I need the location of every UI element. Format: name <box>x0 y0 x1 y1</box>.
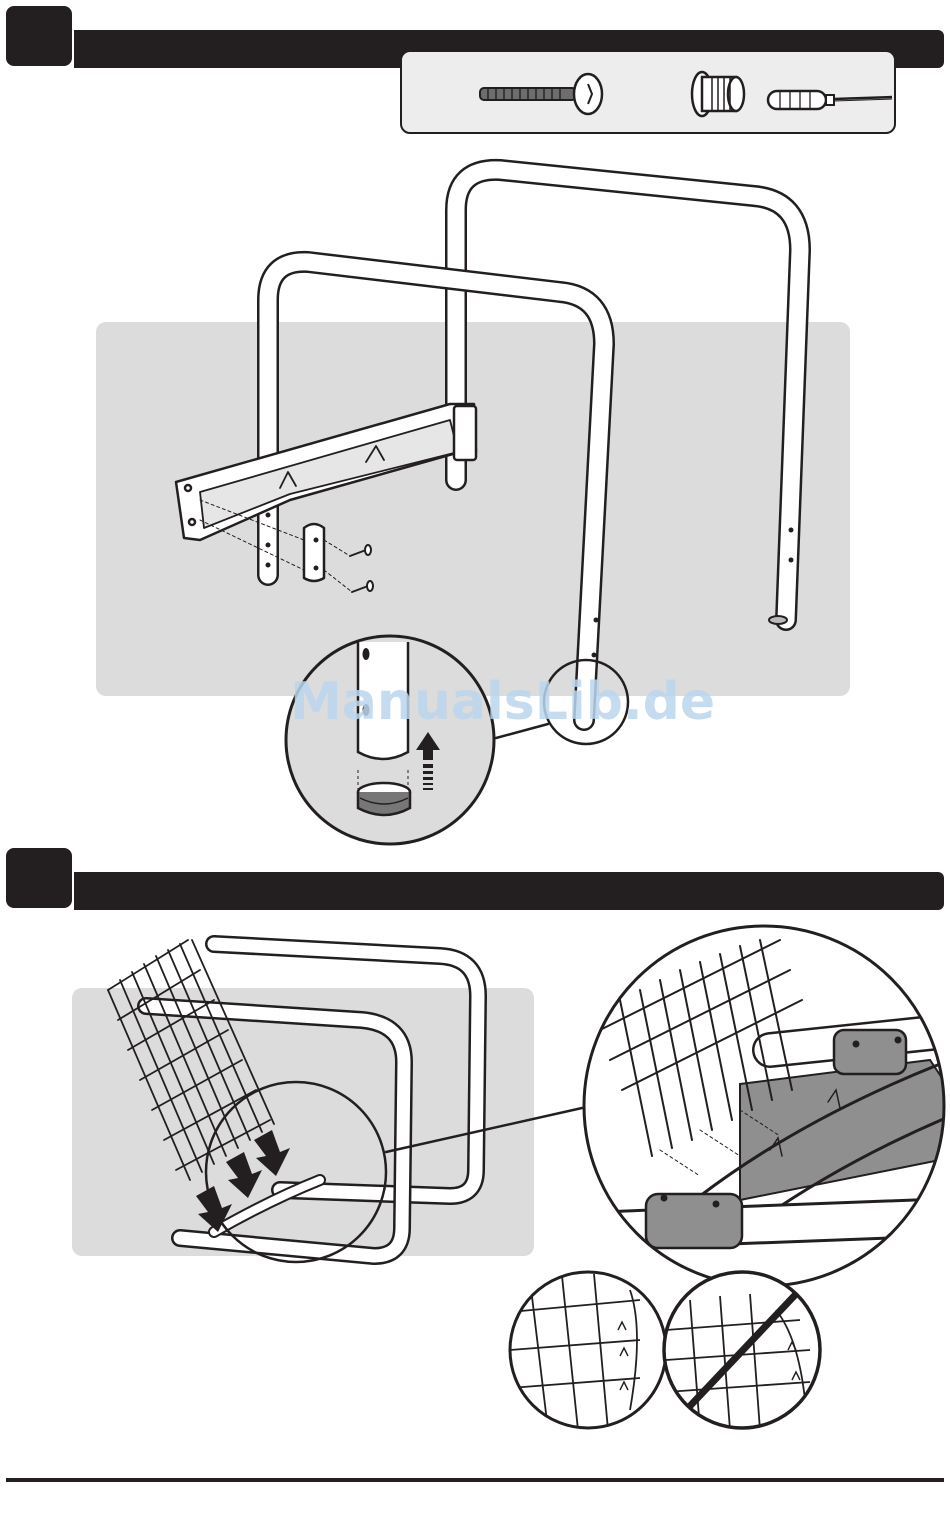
frame-tube-back <box>214 944 478 1196</box>
wire-grate <box>108 940 274 1180</box>
grate-detail-marker <box>206 1082 386 1262</box>
grate-detail-circle <box>560 926 950 1286</box>
incorrect-orientation-circle <box>664 1272 820 1430</box>
footer-rule <box>6 1478 944 1482</box>
correct-orientation-circle <box>510 1272 666 1430</box>
